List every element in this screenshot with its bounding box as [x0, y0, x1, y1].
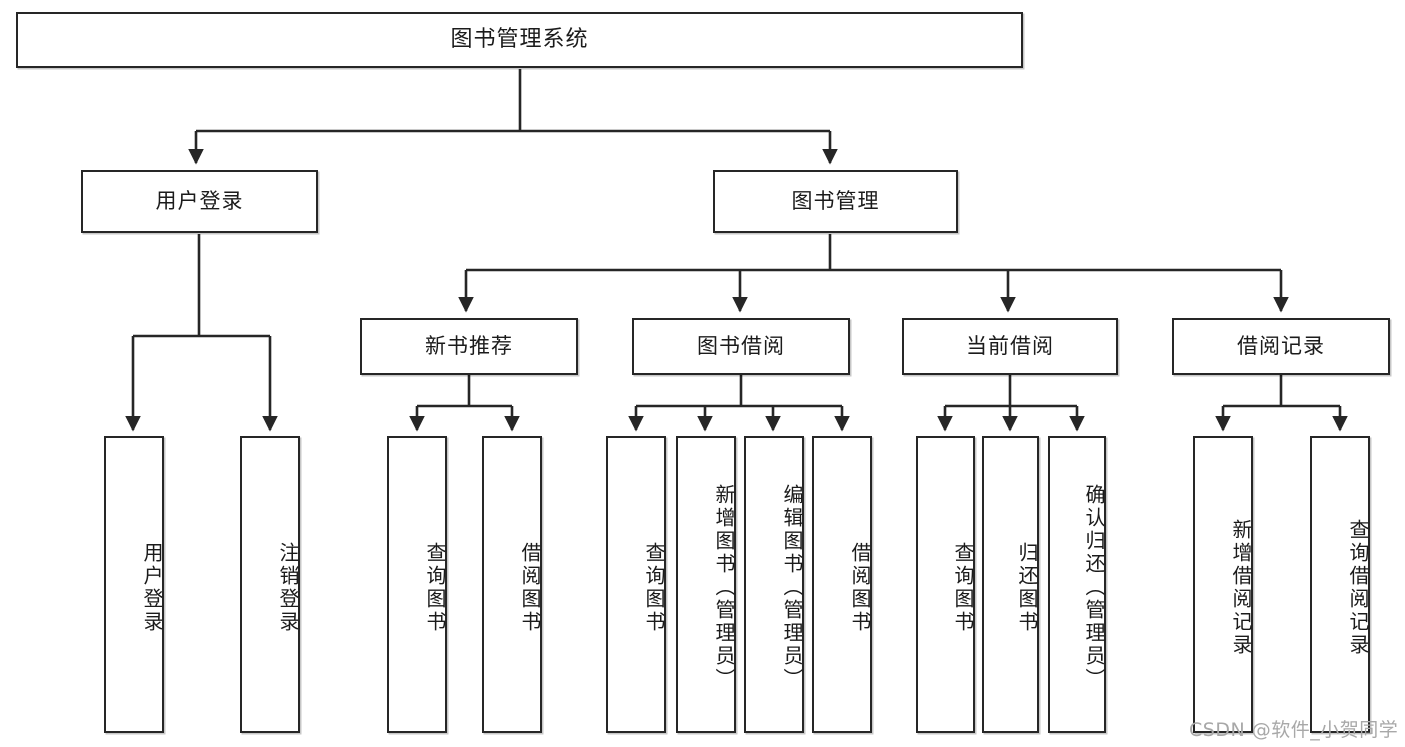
node-leaf-query-books-recommend[interactable]: 查询图书: [387, 436, 447, 733]
node-leaf-query-books-borrow[interactable]: 查询图书: [606, 436, 666, 733]
node-label: 新书推荐: [425, 333, 513, 358]
node-leaf-user-login[interactable]: 用户登录: [104, 436, 164, 733]
node-user-login[interactable]: 用户登录: [81, 170, 318, 233]
node-label: 查询图书: [423, 541, 447, 634]
node-label: 新增借阅记录: [1229, 518, 1253, 657]
node-book-management[interactable]: 图书管理: [713, 170, 958, 233]
node-label: 图书借阅: [697, 333, 785, 358]
node-label: 图书管理系统: [450, 26, 589, 52]
node-leaf-query-borrow-record[interactable]: 查询借阅记录: [1310, 436, 1370, 733]
node-label: 注销登录: [276, 541, 300, 634]
node-new-book-recommendation[interactable]: 新书推荐: [360, 318, 578, 375]
node-label: 用户登录: [140, 541, 164, 634]
node-label: 用户登录: [155, 188, 244, 213]
node-label: 编辑图书（管理员）: [780, 484, 804, 691]
node-label: 查询借阅记录: [1346, 518, 1370, 657]
csdn-watermark: CSDN @软件_小贺同学: [1189, 719, 1399, 741]
node-leaf-logout[interactable]: 注销登录: [240, 436, 300, 733]
node-label: 确认归还（管理员）: [1082, 484, 1106, 691]
node-label: 查询图书: [642, 541, 666, 634]
node-label: 当前借阅: [966, 333, 1054, 358]
node-label: 借阅记录: [1237, 333, 1325, 358]
node-label: 图书管理: [791, 188, 880, 213]
node-label: 归还图书: [1015, 541, 1039, 634]
node-label: 借阅图书: [518, 541, 542, 634]
node-label: 新增图书（管理员）: [712, 484, 736, 691]
node-current-borrowing[interactable]: 当前借阅: [902, 318, 1118, 375]
node-root-book-management-system[interactable]: 图书管理系统: [16, 12, 1023, 68]
node-leaf-edit-book-admin[interactable]: 编辑图书（管理员）: [744, 436, 804, 733]
node-leaf-borrow-books[interactable]: 借阅图书: [812, 436, 872, 733]
node-leaf-add-book-admin[interactable]: 新增图书（管理员）: [676, 436, 736, 733]
node-book-borrowing[interactable]: 图书借阅: [632, 318, 850, 375]
node-leaf-return-books[interactable]: 归还图书: [982, 436, 1039, 733]
node-label: 借阅图书: [848, 541, 872, 634]
node-borrowing-record[interactable]: 借阅记录: [1172, 318, 1390, 375]
node-leaf-query-books-current[interactable]: 查询图书: [916, 436, 975, 733]
node-leaf-add-borrow-record[interactable]: 新增借阅记录: [1193, 436, 1253, 733]
node-leaf-borrow-books-recommend[interactable]: 借阅图书: [482, 436, 542, 733]
node-leaf-confirm-return-admin[interactable]: 确认归还（管理员）: [1048, 436, 1106, 733]
node-label: 查询图书: [951, 541, 975, 634]
